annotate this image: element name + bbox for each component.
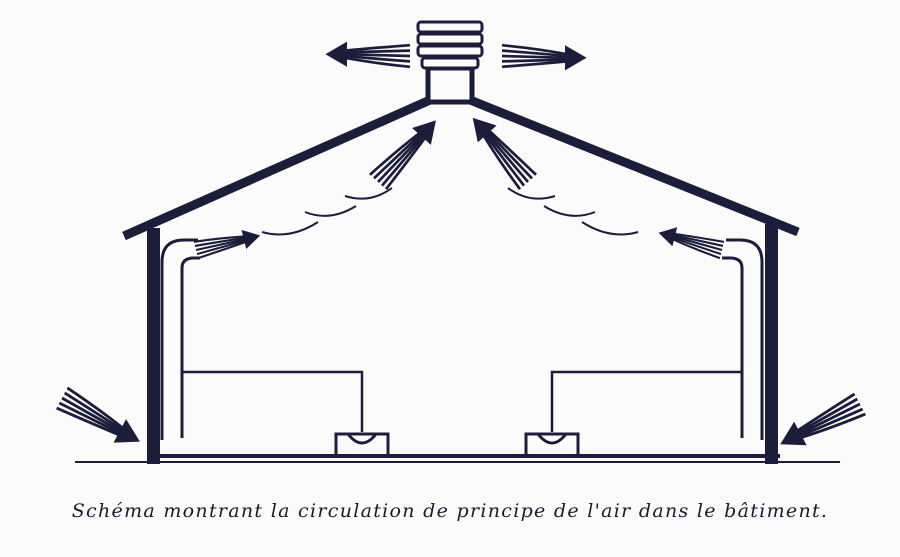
right-air-current-line: [507, 187, 639, 236]
right-inlet-duct: [722, 238, 764, 440]
roof-left: [122, 95, 432, 241]
outside-air-arrow-right: [772, 389, 867, 458]
air-circulation-diagram: [53, 20, 867, 464]
exhaust-arrow-left: [324, 40, 412, 69]
outside-air-arrow-left: [53, 386, 148, 455]
left-heater: [182, 370, 390, 456]
left-air-current-line: [261, 187, 393, 236]
roof-right: [468, 95, 800, 237]
diagram-caption: Schéma montrant la circulation de princi…: [71, 500, 829, 522]
roof-ventilator: [416, 20, 484, 105]
right-wall: [765, 224, 778, 464]
inlet-outflow-arrow-right: [655, 222, 726, 260]
right-heater: [524, 370, 742, 456]
left-wall: [147, 228, 160, 464]
left-inlet-duct: [160, 238, 200, 440]
exhaust-arrow-right: [500, 43, 588, 72]
inlet-outflow-arrow-left: [192, 224, 264, 262]
